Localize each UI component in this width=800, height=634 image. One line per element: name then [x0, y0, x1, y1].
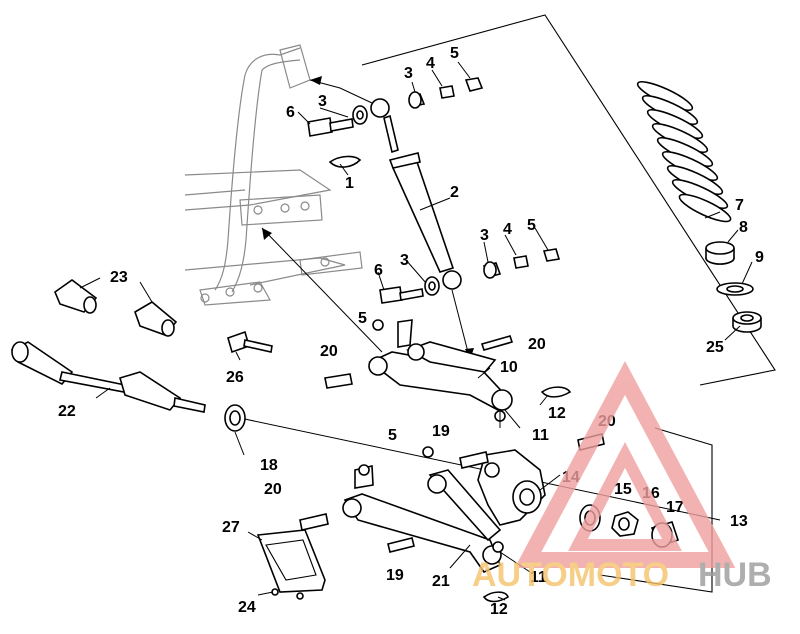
spring-collar	[705, 241, 735, 265]
callout-7: 7	[735, 197, 744, 214]
ball-joint	[227, 330, 273, 354]
coil-spring	[636, 81, 732, 223]
callout-4-upper: 4	[426, 55, 435, 72]
callout-17: 17	[666, 499, 684, 516]
shock-group-outline	[361, 14, 776, 386]
watermark-text-automoto: AUTOMOTO	[472, 556, 669, 594]
callout-3-upper-left: 3	[318, 93, 327, 110]
callout-5-upper: 5	[450, 45, 459, 62]
vehicle-frame	[184, 44, 363, 306]
callout-12-upper: 12	[548, 405, 566, 422]
callout-5-lower-arm: 5	[388, 427, 397, 444]
callout-3-upper-right: 3	[404, 65, 413, 82]
callout-20-lower-left: 20	[264, 481, 282, 498]
drive-axle	[10, 341, 206, 413]
axle-boots	[54, 279, 178, 337]
callout-20-upper-right: 20	[528, 336, 546, 353]
callout-13: 13	[730, 513, 748, 530]
watermark-triangle-icon	[514, 360, 736, 568]
callout-2: 2	[450, 184, 459, 201]
callout-22: 22	[58, 403, 76, 420]
callout-27: 27	[222, 519, 240, 536]
callout-11-upper: 11	[532, 427, 549, 444]
leader-lines	[79, 61, 753, 601]
lower-shock-hardware	[379, 248, 561, 304]
callout-8: 8	[739, 219, 748, 236]
callout-23: 23	[110, 269, 128, 286]
callout-labels: 1 2 3 3 3 3 4 4 5 5 5 5 6 6 7 8 9 10 11 …	[58, 45, 764, 618]
callout-5-lower: 5	[527, 217, 536, 234]
upper-shock-hardware	[307, 77, 484, 168]
callout-6-lower: 6	[374, 262, 383, 279]
callout-6-upper: 6	[286, 104, 295, 121]
callout-21: 21	[432, 573, 450, 590]
automotohub-watermark: AUTOMOTO HUB	[472, 360, 772, 594]
lower-a-arm	[299, 446, 502, 573]
spring-washer	[716, 282, 754, 296]
watermark-text-hub: HUB	[698, 556, 772, 594]
callout-4-lower: 4	[503, 221, 512, 238]
callout-20-upper-left: 20	[320, 343, 338, 360]
upper-a-arm	[324, 319, 514, 411]
axle-seal	[224, 404, 246, 432]
callout-3-lower-left: 3	[400, 252, 409, 269]
snap-rings	[482, 386, 572, 603]
callout-15: 15	[614, 481, 632, 498]
callout-11-lower: 11	[530, 569, 547, 586]
callout-24: 24	[238, 599, 256, 616]
callout-25: 25	[706, 339, 724, 356]
callout-19-upper: 19	[432, 423, 450, 440]
callout-10: 10	[500, 359, 518, 376]
callout-1: 1	[345, 175, 354, 192]
callout-19-lower: 19	[386, 567, 404, 584]
shock-absorber	[370, 98, 462, 290]
watermark-inner-triangle-icon	[568, 442, 682, 551]
callout-3-lower-right: 3	[480, 227, 489, 244]
callout-18: 18	[260, 457, 278, 474]
callout-26: 26	[226, 369, 244, 386]
spring-seat	[732, 311, 762, 333]
callout-12-lower: 12	[490, 601, 508, 618]
callout-9: 9	[755, 249, 764, 266]
callout-5-upper-arm: 5	[358, 310, 367, 327]
skid-guard	[256, 529, 326, 600]
